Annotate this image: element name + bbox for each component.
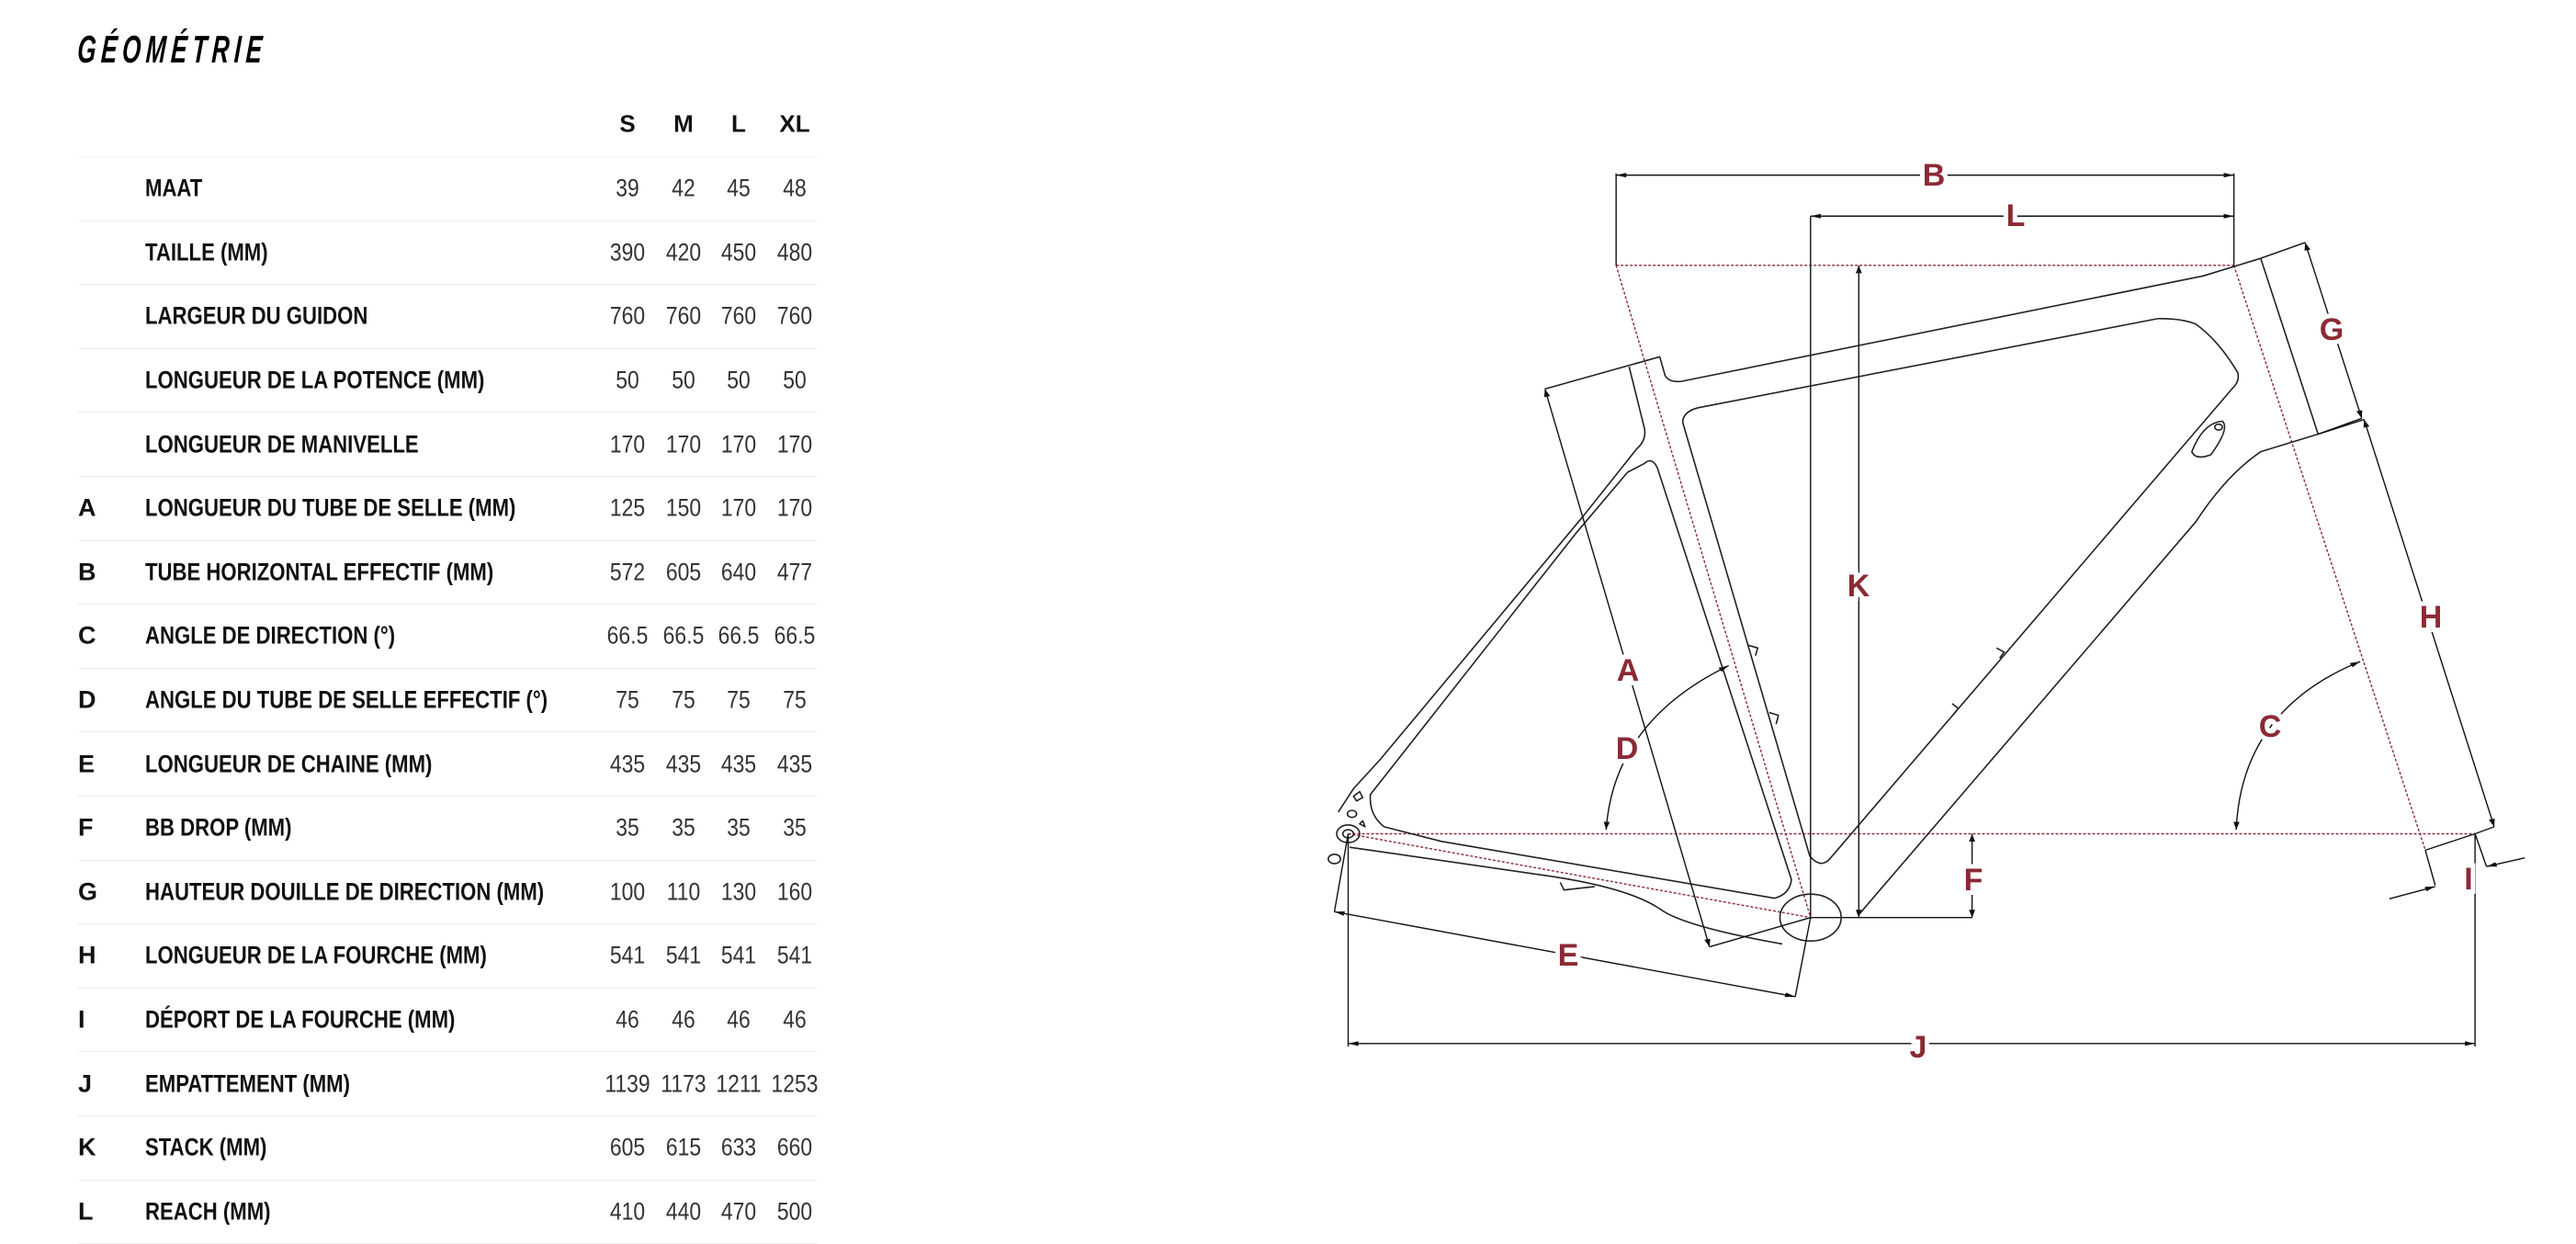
dim-label-k: K	[1847, 569, 1870, 604]
dim-label-a: A	[1617, 653, 1640, 688]
dim-label-h: H	[2420, 600, 2443, 635]
dimension-lines	[1334, 174, 2525, 1046]
dim-label-f: F	[1964, 863, 1983, 898]
reference-lines	[1348, 266, 2475, 918]
dim-label-b: B	[1923, 158, 1946, 193]
dim-label-j: J	[1910, 1030, 1927, 1065]
dim-label-c: C	[2259, 709, 2282, 744]
bike-frame	[1328, 243, 2364, 944]
dim-label-g: G	[2320, 312, 2344, 347]
dim-label-l: L	[2006, 198, 2026, 233]
dim-label-i: I	[2464, 862, 2472, 897]
dim-label-d: D	[1616, 731, 1639, 766]
dim-label-e: E	[1558, 938, 1579, 973]
